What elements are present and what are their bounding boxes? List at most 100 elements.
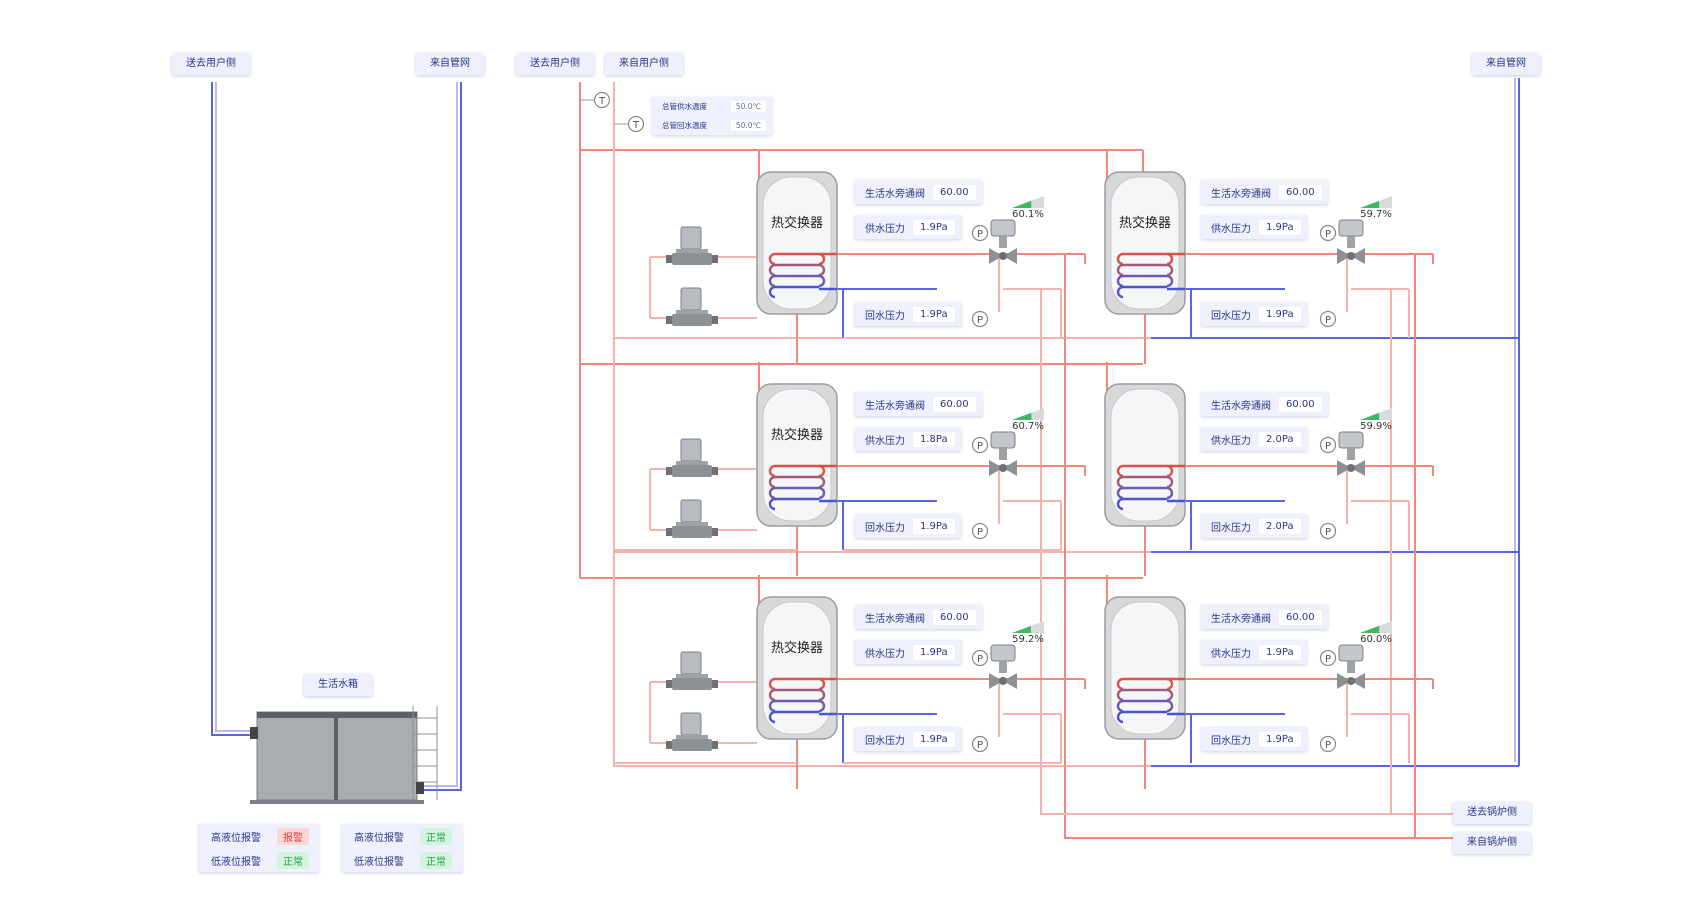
circulation-pump-2 <box>666 499 718 538</box>
supply-pressure-label: 供水压力 <box>865 223 905 235</box>
circulation-pump-1 <box>666 438 718 477</box>
unit-3: PP <box>614 362 1086 576</box>
valve-opening-value: 59.7% <box>1360 209 1392 220</box>
unit-6: PP <box>1104 575 1434 789</box>
return-pressure-value: 1.9Pa <box>1259 306 1301 322</box>
return-pressure-value: 1.9Pa <box>913 731 955 747</box>
heat-exchanger <box>756 596 838 740</box>
return-pressure-value: 1.9Pa <box>1259 731 1301 747</box>
from-user-side-tag: 来自用户侧 <box>605 53 683 75</box>
bypass-valve-card: 生活水旁通阀 60.00 <box>855 605 982 629</box>
valve-opening-value: 59.9% <box>1360 421 1392 432</box>
heat-exchanger-coil <box>1116 252 1185 299</box>
unit-5: PP <box>614 575 1086 789</box>
low-level-alarm-status: 正常 <box>277 851 309 869</box>
header-return-temp-value: 50.0℃ <box>730 120 766 131</box>
valve-opening-value: 59.2% <box>1012 634 1044 645</box>
from-grid-tag-right: 来自管网 <box>1472 53 1540 75</box>
valve-opening-value: 60.0% <box>1360 634 1392 645</box>
control-valve <box>1337 408 1392 476</box>
heat-exchanger <box>1104 171 1186 315</box>
return-pressure-label: 回水压力 <box>1211 522 1251 534</box>
return-pressure-gauge-text: P <box>977 740 983 751</box>
return-pressure-gauge-text: P <box>1325 740 1331 751</box>
supply-pressure-gauge-text: P <box>1325 441 1331 452</box>
water-tank <box>250 706 438 804</box>
unit-pipes <box>614 575 1086 789</box>
control-valve <box>1337 196 1392 264</box>
bypass-valve-value: 60.00 <box>933 609 976 625</box>
bypass-valve-value: 60.00 <box>1279 396 1322 412</box>
supply-pressure-gauge-text: P <box>1325 229 1331 240</box>
control-valve <box>1337 621 1392 689</box>
valve-opening-value: 60.1% <box>1012 209 1044 220</box>
return-pressure-gauge-text: P <box>1325 315 1331 326</box>
valve-opening-value: 60.7% <box>1012 421 1044 432</box>
heat-exchanger-coil <box>1116 464 1185 511</box>
circulation-pump-1 <box>666 226 718 265</box>
tank-ports <box>250 727 424 794</box>
circulation-pump-1 <box>666 651 718 690</box>
send-user-side-tag-left: 送去用户侧 <box>172 53 250 75</box>
return-pressure-value: 2.0Pa <box>1259 518 1301 534</box>
supply-pressure-label: 供水压力 <box>865 648 905 660</box>
unit-4: PP <box>1104 362 1434 576</box>
low-level-alarm-status: 正常 <box>420 851 452 869</box>
bypass-valve-label: 生活水旁通阀 <box>1211 613 1271 625</box>
bypass-valve-label: 生活水旁通阀 <box>1211 400 1271 412</box>
supply-pressure-label: 供水压力 <box>1211 435 1251 447</box>
supply-temperature-sensor: T <box>593 91 611 109</box>
water-tank-label: 生活水箱 <box>304 674 372 696</box>
valve-gauge-fill <box>1012 412 1032 420</box>
return-pressure-card: 回水压力 1.9Pa <box>855 727 961 751</box>
return-pressure-label: 回水压力 <box>865 522 905 534</box>
heat-exchanger-label: 热交换器 <box>770 641 823 656</box>
return-pressure-value: 1.9Pa <box>913 306 955 322</box>
high-level-alarm-status: 正常 <box>420 827 452 845</box>
return-pressure-gauge: P <box>971 735 989 753</box>
return-pressure-gauge: P <box>1319 735 1337 753</box>
header-supply-temp-label: 总管供水温度 <box>662 102 707 111</box>
return-pressure-card: 回水压力 2.0Pa <box>1201 514 1307 538</box>
units-layer: PPPPPPPPPPPPTTLWLWLWLW <box>259 91 1434 789</box>
bypass-valve-label: 生活水旁通阀 <box>1211 188 1271 200</box>
from-grid-tag-left: 来自管网 <box>416 53 484 75</box>
high-level-alarm-label: 高液位报警 <box>354 832 404 844</box>
tank-pipes <box>211 82 462 791</box>
tank-alarm-card-left: 高液位报警报警 低液位报警正常 <box>199 824 319 872</box>
heat-exchanger <box>756 171 838 315</box>
bypass-valve-card: 生活水旁通阀 60.00 <box>1201 605 1328 629</box>
supply-pressure-label: 供水压力 <box>865 435 905 447</box>
valve-gauge-fill <box>1360 200 1380 208</box>
supply-temperature-sensor-text: T <box>598 96 606 107</box>
bypass-valve-label: 生活水旁通阀 <box>865 613 925 625</box>
bypass-valve-value: 60.00 <box>1279 609 1322 625</box>
return-pressure-card: 回水压力 1.9Pa <box>1201 302 1307 326</box>
return-pressure-label: 回水压力 <box>865 735 905 747</box>
heat-exchanger-coil <box>768 252 837 299</box>
heat-exchanger-coil <box>768 677 837 724</box>
supply-pressure-gauge: P <box>971 224 989 242</box>
tank-ladder <box>412 706 438 800</box>
control-valve <box>989 621 1044 689</box>
return-temperature-sensor-text: T <box>632 120 640 131</box>
heat-exchanger-label: 热交换器 <box>770 428 823 443</box>
return-pressure-label: 回水压力 <box>1211 310 1251 322</box>
heat-exchanger <box>1104 596 1186 740</box>
from-boiler-side-tag: 来自锅炉侧 <box>1453 832 1531 854</box>
valve-gauge-fill <box>1012 625 1031 633</box>
return-pressure-gauge: P <box>971 310 989 328</box>
low-level-alarm-label: 低液位报警 <box>211 856 261 868</box>
supply-pressure-value: 1.9Pa <box>913 644 955 660</box>
heat-exchanger-label: 热交换器 <box>1118 216 1171 231</box>
supply-pressure-label: 供水压力 <box>1211 648 1251 660</box>
